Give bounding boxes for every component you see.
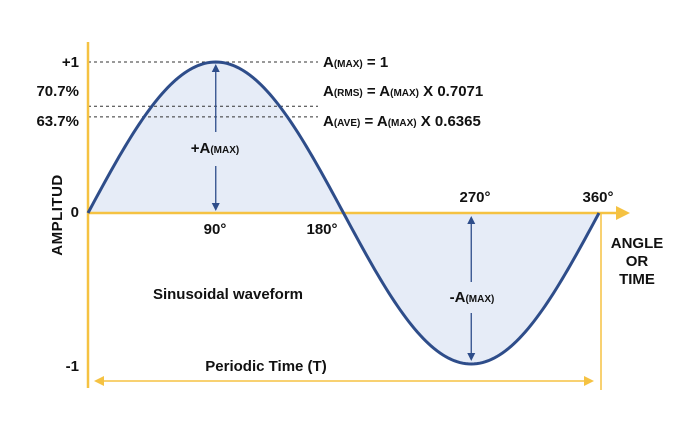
period-arrowhead-right	[584, 376, 594, 386]
positive-peak-label: +A(MAX)	[191, 140, 239, 157]
tick-label-180: 180°	[306, 221, 337, 238]
negative-peak-label: -A(MAX)	[450, 289, 495, 306]
positive-peak-arrowhead-down	[211, 203, 220, 211]
max-amplitude-label: A(MAX) = 1	[323, 54, 388, 71]
waveform-label: Sinusoidal waveform	[153, 286, 303, 303]
period-label: Periodic Time (T)	[205, 358, 326, 375]
period-arrowhead-left	[94, 376, 104, 386]
tick-label-63-7: 63.7%	[36, 113, 79, 130]
sine-curve	[86, 60, 601, 366]
x-axis-arrowhead	[616, 206, 630, 220]
tick-label-zero: 0	[71, 204, 79, 221]
x-axis-title-line1: ANGLE	[611, 235, 664, 252]
average-amplitude-label: A(AVE) = A(MAX) X 0.6365	[323, 113, 481, 130]
positive-half-fill	[88, 62, 344, 213]
x-axis-title-line3: TIME	[619, 271, 655, 288]
positive-peak-arrowhead-up	[211, 64, 220, 72]
tick-label-90: 90°	[204, 221, 227, 238]
negative-peak-arrowhead-up	[467, 216, 476, 224]
tick-label-minus1: -1	[66, 358, 79, 375]
rms-amplitude-label: A(RMS) = A(MAX) X 0.7071	[323, 83, 483, 100]
tick-label-360: 360°	[582, 189, 613, 206]
tick-label-plus1: +1	[62, 54, 79, 71]
negative-peak-arrowhead-down	[467, 353, 476, 361]
x-axis-title-line2: OR	[626, 253, 649, 270]
y-axis-title: AMPLITUD	[49, 174, 66, 256]
negative-half-fill	[343, 213, 599, 364]
tick-label-270: 270°	[459, 189, 490, 206]
tick-label-70-7: 70.7%	[36, 83, 79, 100]
